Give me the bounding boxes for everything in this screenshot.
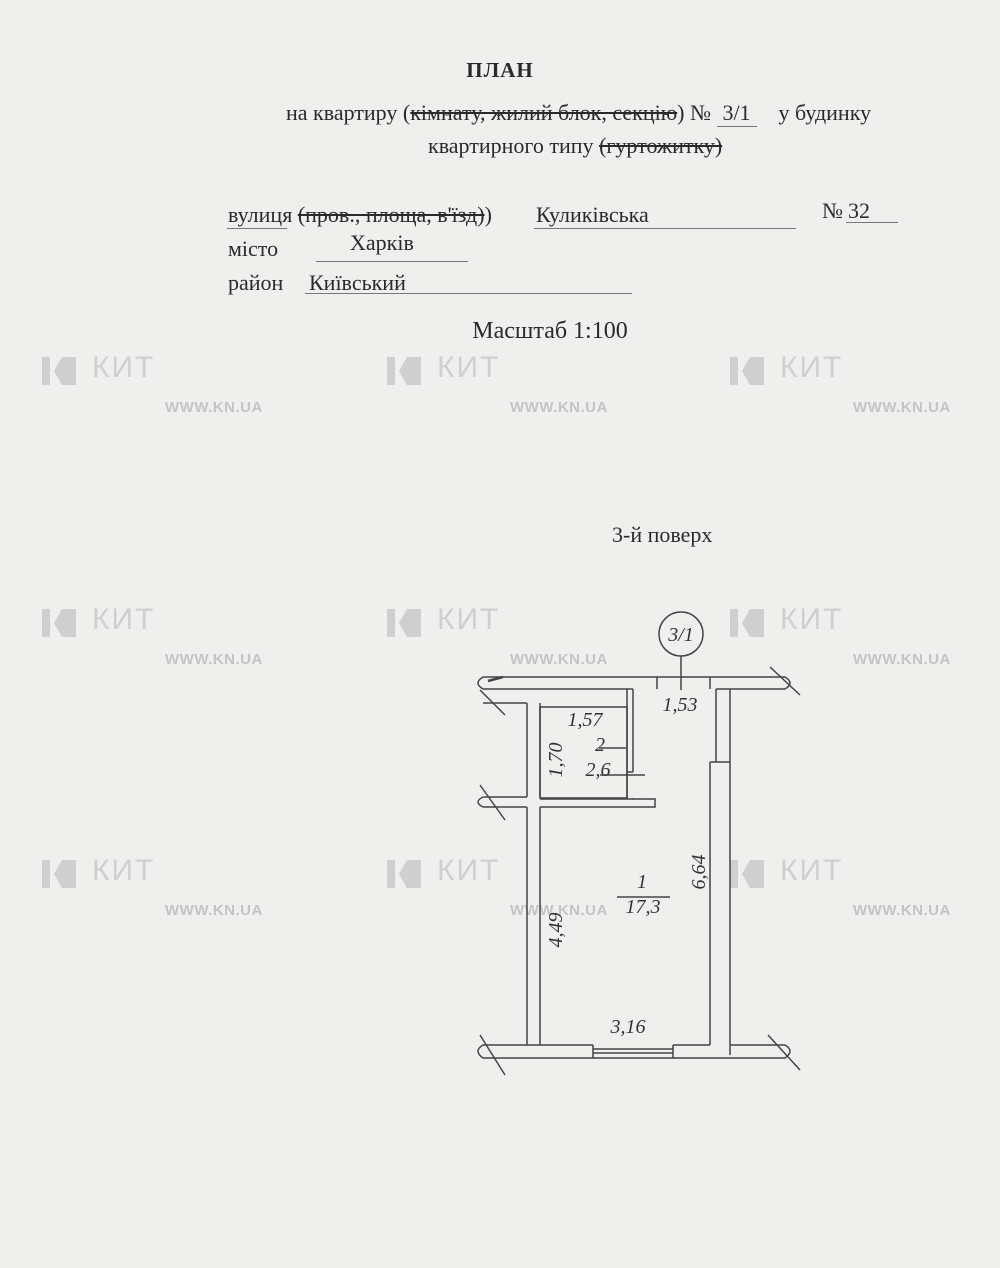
district-value: Київський <box>309 270 406 295</box>
floor-label: 3-й поверх <box>612 522 713 547</box>
kit-logo-icon <box>42 609 76 637</box>
watermark-url: WWW.KN.UA <box>853 399 951 416</box>
room-2-number: 2 <box>595 734 605 756</box>
apartment-number: 3/1 <box>716 100 757 127</box>
watermark-brand: КИТ <box>780 351 844 384</box>
scale-label: Масштаб 1:100 <box>472 318 628 344</box>
watermark-url: WWW.KN.UA <box>165 902 263 919</box>
right-wall <box>709 689 731 1055</box>
room-2-area: 2,6 <box>586 759 611 781</box>
apartment-line: на квартиру (кімнату, жилий блок, секцію… <box>286 100 872 127</box>
kit-logo-icon <box>387 609 421 637</box>
dim-top: 1,53 <box>663 694 698 716</box>
kit-logo-icon <box>730 860 764 888</box>
dim-right: 6,64 <box>688 855 710 890</box>
kit-logo-icon <box>42 357 76 385</box>
watermark-brand: КИТ <box>92 854 156 887</box>
street-value: Куликівська <box>536 202 649 227</box>
watermark-url: WWW.KN.UA <box>165 651 263 668</box>
room-1-number: 1 <box>637 871 647 893</box>
kit-logo-icon <box>730 357 764 385</box>
house-number: 32 <box>848 198 870 223</box>
dim-left: 4,49 <box>545 913 567 948</box>
left-wall <box>483 702 541 1045</box>
watermark-brand: КИТ <box>437 603 501 636</box>
street-line: вулиця (пров., площа, в'їзд)) <box>228 202 492 227</box>
apartment-tag: 3/1 <box>667 624 694 646</box>
watermark-url: WWW.KN.UA <box>510 399 608 416</box>
district-label: район <box>228 270 284 295</box>
dim-bottom: 3,16 <box>610 1016 646 1038</box>
building-type-line: квартирного типу (гуртожитку) <box>428 133 723 158</box>
watermark-url: WWW.KN.UA <box>165 399 263 416</box>
watermark-url: WWW.KN.UA <box>853 651 951 668</box>
watermark-brand: КИТ <box>780 854 844 887</box>
watermark-brand: КИТ <box>92 351 156 384</box>
watermark-brand: КИТ <box>437 854 501 887</box>
dim-bath-width: 1,57 <box>568 709 604 731</box>
bottom-wall <box>483 1044 785 1059</box>
house-number-label: № <box>822 198 843 223</box>
dim-bath-height: 1,70 <box>545 743 567 778</box>
document-title: ПЛАН <box>466 58 534 82</box>
kit-logo-icon <box>387 357 421 385</box>
top-wall <box>483 676 785 690</box>
watermark-url: WWW.KN.UA <box>510 651 608 668</box>
city-label: місто <box>228 236 279 261</box>
watermark-url: WWW.KN.UA <box>510 902 608 919</box>
watermark-url: WWW.KN.UA <box>853 902 951 919</box>
city-value: Харків <box>350 230 414 255</box>
kit-logo-icon <box>730 609 764 637</box>
room-1-area: 17,3 <box>626 896 661 918</box>
kit-logo-icon <box>387 860 421 888</box>
watermark-brand: КИТ <box>92 603 156 636</box>
watermark-brand: КИТ <box>437 351 501 384</box>
watermark-brand: КИТ <box>780 603 844 636</box>
kit-logo-icon <box>42 860 76 888</box>
